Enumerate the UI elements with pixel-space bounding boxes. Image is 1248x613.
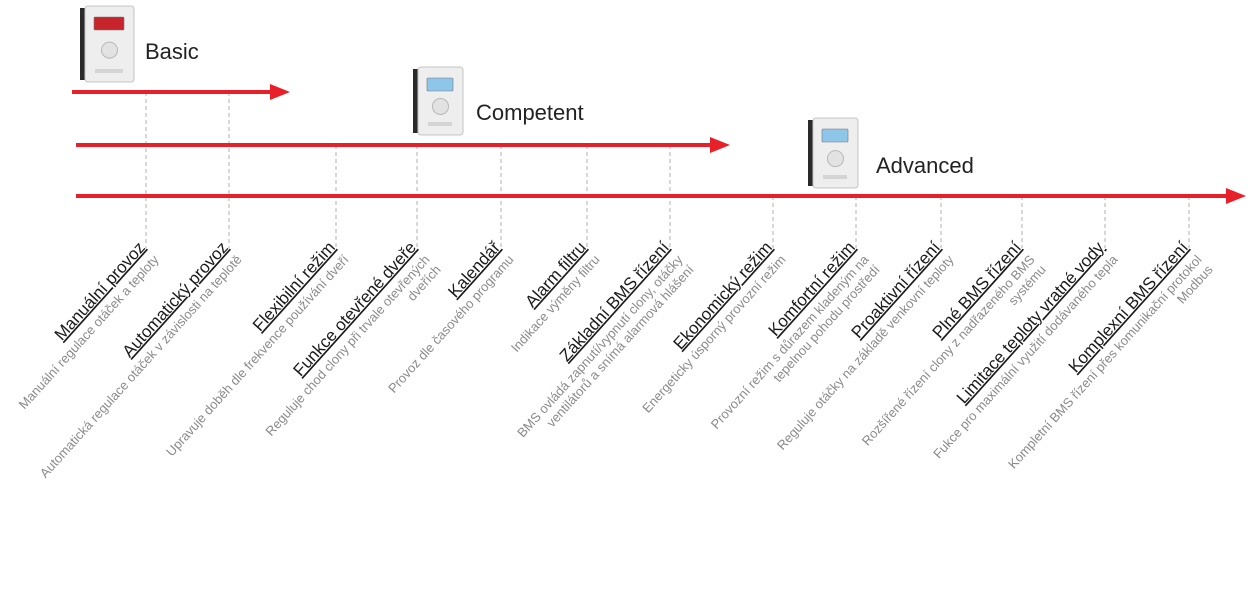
controller-red-display-icon (80, 5, 135, 83)
arrow-head-competent (710, 137, 730, 153)
feature-guide-lines (145, 92, 1190, 248)
feature-title: Ekonomický režim (670, 238, 776, 353)
tier-devices (80, 5, 859, 189)
controller-blue-display-icon (413, 66, 464, 136)
tier-label-basic: Basic (145, 39, 199, 64)
feature-description: Automatická regulace otáček v závislosti… (37, 252, 245, 481)
arrow-head-basic (270, 84, 290, 100)
tier-labels: Basic Competent Advanced (145, 39, 974, 178)
tier-label-advanced: Advanced (876, 153, 974, 178)
controller-blue-display-icon (808, 117, 859, 189)
arrow-head-advanced (1226, 188, 1246, 204)
tier-label-competent: Competent (476, 100, 584, 125)
tier-arrows (72, 84, 1246, 204)
